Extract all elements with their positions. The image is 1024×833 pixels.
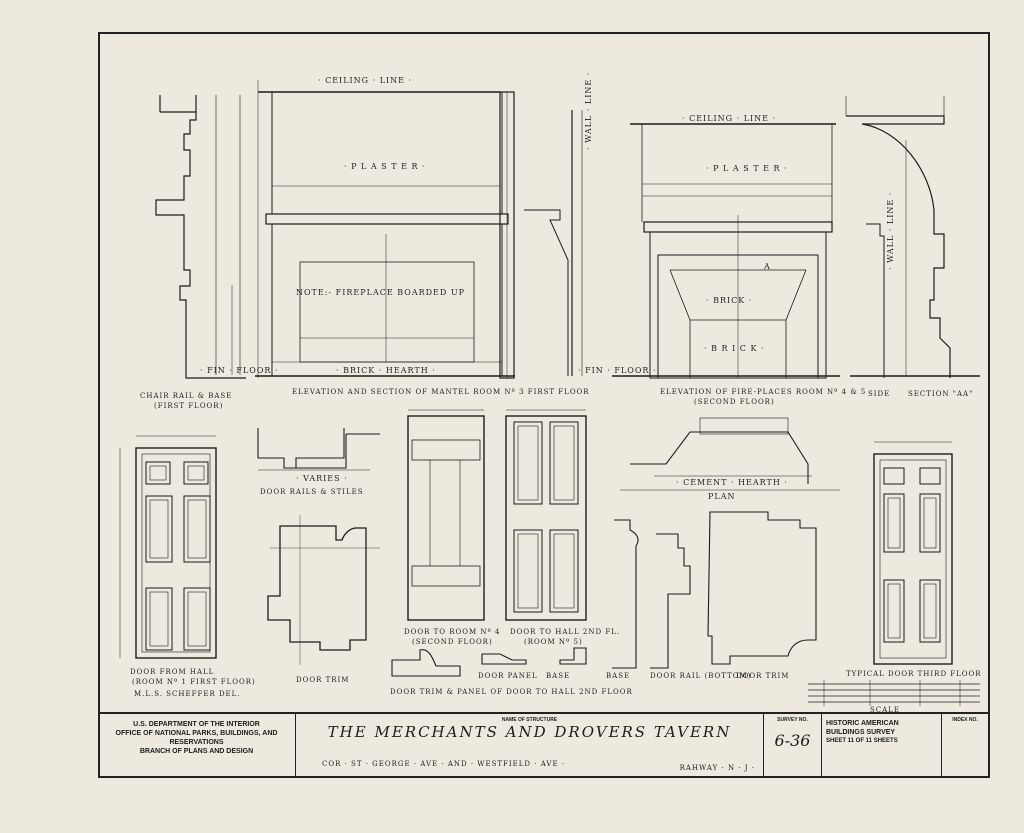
- fin-floor-label: · FIN · FLOOR ·: [578, 366, 657, 375]
- ceiling-line-label: · CEILING · LINE ·: [318, 76, 413, 85]
- habs-line: HISTORIC AMERICAN: [826, 720, 899, 727]
- fin-floor-label: · FIN · FLOOR ·: [200, 366, 279, 375]
- small-profiles: [391, 511, 817, 677]
- door-room4: [407, 409, 485, 621]
- habs-cell: HISTORIC AMERICAN BUILDINGS SURVEY SHEET…: [822, 714, 942, 778]
- structure-address: COR · ST · GEORGE · AVE · AND · WESTFIEL…: [322, 760, 566, 768]
- index-cell: INDEX NO.: [942, 714, 988, 778]
- door-trim-panel-caption: DOOR TRIM & PANEL OF DOOR TO HALL 2ND FL…: [390, 688, 633, 696]
- side-caption: SIDE: [868, 390, 891, 398]
- door-rails-caption: DOOR RAILS & STILES: [260, 488, 364, 496]
- plan-label: PLAN: [708, 492, 736, 501]
- structure-city: RAHWAY · N · J ·: [679, 764, 755, 772]
- door-from-hall-subcaption: (ROOM Nº 1 FIRST FLOOR): [132, 678, 256, 686]
- door-hall2-subcaption: (ROOM Nº 5): [524, 638, 583, 646]
- habs-line: BUILDINGS SURVEY: [826, 729, 896, 736]
- structure-name-label: NAME OF STRUCTURE: [501, 717, 558, 723]
- section-aa-caption: SECTION "AA": [908, 390, 974, 398]
- survey-cell: SURVEY NO. 6-36: [764, 714, 822, 778]
- chair-rail-subcaption: (FIRST FLOOR): [154, 402, 224, 410]
- door-trim-caption: DOOR TRIM: [736, 672, 790, 680]
- wall-line-label: · WALL · LINE ·: [886, 191, 895, 270]
- fireplace-elevation-caption: ELEVATION OF FIRE-PLACES ROOM Nº 4 & 5: [660, 388, 867, 396]
- door-trim-profile: [267, 515, 380, 665]
- base-caption: BASE: [606, 672, 631, 680]
- plaster-label: · P L A S T E R ·: [344, 162, 426, 171]
- door-trim-caption: DOOR TRIM: [296, 676, 350, 684]
- structure-cell: NAME OF STRUCTURE THE MERCHANTS AND DROV…: [296, 714, 764, 778]
- door-hall2: [505, 409, 587, 621]
- scale-caption: SCALE: [870, 706, 900, 714]
- cement-hearth-label: · CEMENT · HEARTH ·: [676, 478, 788, 487]
- typical-door-third-floor: [873, 441, 953, 665]
- chair-rail-profile: [155, 95, 246, 379]
- title-block: U.S. DEPARTMENT OF THE INTERIOR OFFICE O…: [98, 712, 990, 778]
- section-marker-a: A: [764, 262, 771, 271]
- mantel-elevation-room3: [231, 80, 583, 379]
- drawing-sheet-border: [98, 32, 990, 778]
- base-caption: BASE: [546, 672, 571, 680]
- mantel-elevation-caption: ELEVATION AND SECTION OF MANTEL ROOM Nº …: [292, 388, 590, 396]
- agency-cell: U.S. DEPARTMENT OF THE INTERIOR OFFICE O…: [98, 714, 296, 778]
- fireplace-elevation: [612, 123, 840, 379]
- door-from-hall: [119, 435, 217, 659]
- fireplace-note: NOTE:- FIREPLACE BOARDED UP: [296, 288, 465, 297]
- agency-line: U.S. DEPARTMENT OF THE INTERIOR: [133, 721, 260, 728]
- ceiling-line-label: · CEILING · LINE ·: [682, 114, 777, 123]
- door-from-hall-caption: DOOR FROM HALL: [130, 668, 215, 676]
- delineator-credit: M.L.S. SCHEFFER DEL.: [134, 690, 241, 698]
- door-rail-bottom-caption: DOOR RAIL (BOTTOM): [650, 672, 752, 680]
- door-rails-stiles: [257, 428, 380, 471]
- chair-rail-caption: CHAIR RAIL & BASE: [140, 392, 233, 400]
- plaster-label: · P L A S T E R ·: [706, 164, 788, 173]
- door-room4-subcaption: (SECOND FLOOR): [412, 638, 493, 646]
- hearth-plan: [620, 417, 840, 491]
- door-room4-caption: DOOR TO ROOM Nº 4: [404, 628, 501, 636]
- fireplace-elevation-subcaption: (SECOND FLOOR): [694, 398, 775, 406]
- brick-hearth-label: · BRICK · HEARTH ·: [336, 366, 436, 375]
- section-aa: [845, 96, 980, 378]
- agency-line: BRANCH OF PLANS AND DESIGN: [139, 748, 254, 755]
- brick-label: · BRICK ·: [706, 296, 753, 305]
- structure-name: THE MERCHANTS AND DROVERS TAVERN: [327, 723, 732, 741]
- varies-label: · VARIES ·: [296, 474, 348, 483]
- scale-bar: [808, 680, 980, 706]
- sheet-count: SHEET 11 OF 11 SHEETS: [826, 738, 898, 744]
- agency-line: OFFICE OF NATIONAL PARKS, BUILDINGS, AND…: [115, 730, 278, 746]
- index-no-label: INDEX NO.: [952, 717, 978, 723]
- survey-no: 6-36: [774, 731, 811, 750]
- survey-no-label: SURVEY NO.: [777, 717, 808, 723]
- door-panel-caption: DOOR PANEL: [478, 672, 538, 680]
- door-hall2-caption: DOOR TO HALL 2ND FL.: [510, 628, 621, 636]
- wall-line-label: · WALL · LINE ·: [584, 71, 593, 150]
- brick-label: · B R I C K ·: [704, 344, 765, 353]
- typical-door-caption: TYPICAL DOOR THIRD FLOOR: [846, 670, 982, 678]
